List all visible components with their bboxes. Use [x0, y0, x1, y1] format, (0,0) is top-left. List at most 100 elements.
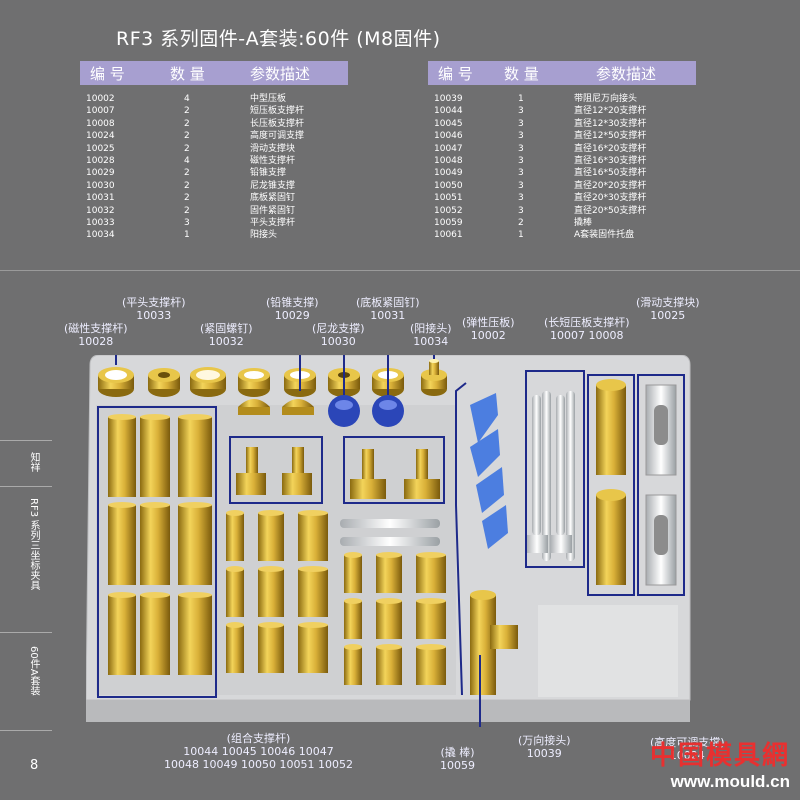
cell-code: 10046 — [434, 131, 463, 142]
cell-code: 10045 — [434, 118, 463, 129]
cell-code: 10061 — [434, 230, 463, 241]
support-rod — [344, 647, 362, 685]
top-row-pucks — [98, 359, 447, 397]
page-number: 8 — [30, 758, 39, 773]
callout-rods: (长短压板支撑杆)10007 10008 — [544, 316, 630, 342]
callout-height: (高度可调支撑)10024 — [650, 736, 725, 762]
cell-desc: 撬棒 — [574, 217, 593, 228]
watermark-url: www.mould.cn — [670, 772, 790, 791]
cell-qty: 3 — [518, 143, 524, 154]
cell-qty: 4 — [184, 94, 190, 104]
slide-support-blocks — [645, 384, 677, 586]
universal-joint — [470, 590, 518, 695]
support-rod — [226, 569, 244, 617]
cell-desc: 直径16*30支撑杆 — [574, 155, 647, 166]
sidebar-series: RF3 系列三坐标夹具 — [28, 498, 39, 591]
cell-desc: 磁性支撑杆 — [250, 155, 296, 166]
cell-qty: 2 — [184, 168, 190, 179]
cell-code: 10033 — [86, 217, 115, 228]
callout-male: (阳接头)10034 — [410, 322, 452, 348]
cell-qty: 2 — [184, 106, 190, 117]
support-rod — [344, 601, 362, 639]
callout-clamp: (弹性压板)10002 — [462, 316, 515, 342]
support-rod — [376, 601, 402, 639]
cone-supports — [238, 395, 404, 427]
table-row: 10044 3 直径12*20支撑杆 — [428, 105, 696, 117]
support-rod — [416, 647, 446, 685]
support-rod — [258, 625, 284, 673]
support-rod — [226, 513, 244, 561]
cell-qty: 3 — [184, 217, 190, 228]
steel-rods — [340, 391, 575, 561]
cell-qty: 2 — [184, 180, 190, 191]
table-header: 编 号 数 量 参数描述 — [80, 61, 348, 85]
cell-qty: 3 — [518, 118, 524, 129]
support-rod — [258, 513, 284, 561]
cell-qty: 3 — [518, 205, 524, 216]
header-qty: 数 量 — [504, 65, 539, 83]
cell-code: 10039 — [434, 94, 463, 104]
cell-code: 10048 — [434, 155, 463, 166]
support-rod — [258, 569, 284, 617]
watermark: 中国模具網 www.mould.cn — [650, 735, 790, 792]
cell-code: 10031 — [86, 193, 115, 204]
height-adjustable-supports — [596, 379, 626, 585]
support-rod — [178, 595, 212, 675]
fixture-tray-illustration — [86, 355, 691, 727]
support-rod — [178, 417, 212, 497]
header-code: 编 号 — [90, 65, 125, 83]
cell-code: 10059 — [434, 217, 463, 228]
cell-desc: 长压板支撑杆 — [250, 118, 305, 129]
sidebar: 知祥 RF3 系列三坐标夹具 60件A套装 — [0, 440, 52, 780]
cell-code: 10034 — [86, 230, 115, 241]
elastic-clamps — [470, 393, 508, 549]
cell-code: 10028 — [86, 155, 115, 166]
cell-qty: 2 — [184, 118, 190, 129]
support-rod — [344, 555, 362, 593]
cell-code: 10047 — [434, 143, 463, 154]
header-qty: 数 量 — [170, 65, 205, 83]
header-code: 编 号 — [438, 65, 473, 83]
support-rod — [140, 417, 170, 497]
cell-qty: 2 — [184, 131, 190, 142]
cell-code: 10044 — [434, 106, 463, 117]
cell-qty: 3 — [518, 106, 524, 117]
cell-desc: 直径16*50支撑杆 — [574, 168, 647, 179]
callout-flathead: (平头支撑杆)10033 — [122, 296, 186, 322]
callout-slide: (滑动支撑块)10025 — [636, 296, 700, 322]
cell-desc: A套装固件托盘 — [574, 230, 635, 241]
callout-screw: (紧固螺钉)10032 — [200, 322, 253, 348]
support-rod — [376, 555, 402, 593]
callout-leadcone: (铅锥支撑)10029 — [266, 296, 319, 322]
cell-desc: 阳接头 — [250, 230, 278, 241]
support-rod — [108, 505, 136, 585]
cell-code: 10002 — [86, 94, 115, 104]
support-rod — [140, 595, 170, 675]
sidebar-set: 60件A套装 — [28, 646, 39, 696]
support-rod — [298, 569, 328, 617]
cell-desc: 固件紧固钉 — [250, 205, 296, 216]
cell-desc: 滑动支撑块 — [250, 143, 296, 154]
cell-qty: 3 — [518, 168, 524, 179]
cell-desc: 直径20*20支撑杆 — [574, 180, 647, 191]
support-rod — [178, 505, 212, 585]
cell-desc: 直径12*20支撑杆 — [574, 106, 647, 117]
cell-code: 10052 — [434, 205, 463, 216]
